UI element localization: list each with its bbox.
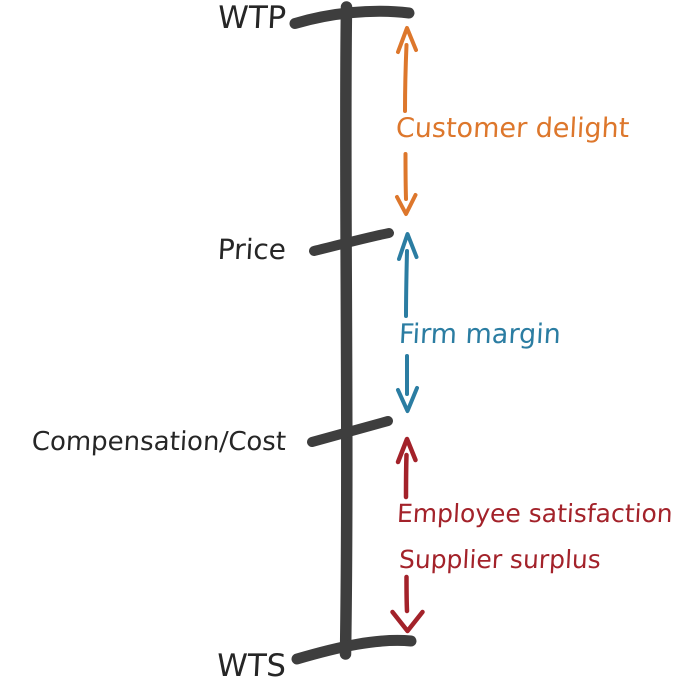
tick-wtp [289,5,415,29]
firm-margin-label: Firm margin [398,319,562,350]
arrow-lower-shaft [404,574,410,614]
price-label: Price [216,233,287,266]
arrow-up-head [395,436,418,465]
customer-delight-arrow [395,26,418,216]
wts-label: WTS [215,648,287,684]
arrow-up-head [397,232,419,261]
tick-price [309,228,394,256]
arrow-down-head [396,386,419,413]
value-stick-line [289,1,417,665]
supplier-surplus-arrow [390,436,425,634]
arrow-down-head [395,193,418,216]
arrow-upper-shaft [403,452,409,500]
arrow-up-head [396,26,418,54]
arrow-down-head [390,609,425,634]
arrow-upper-shaft [403,43,409,113]
tick-wts [291,634,417,665]
tick-cost [307,416,393,447]
firm-margin-arrow [396,232,419,413]
arrow-lower-shaft [403,152,408,201]
customer-delight-label: Customer delight [395,113,631,144]
compensation-cost-label: Compensation/Cost [31,427,287,457]
wtp-label: WTP [216,0,287,36]
arrow-upper-shaft [404,249,409,318]
supplier-surplus-label: Supplier surplus [398,545,602,574]
employee-satisfaction-label: Employee satisfaction [396,499,674,528]
stick-vertical-line [339,1,353,660]
